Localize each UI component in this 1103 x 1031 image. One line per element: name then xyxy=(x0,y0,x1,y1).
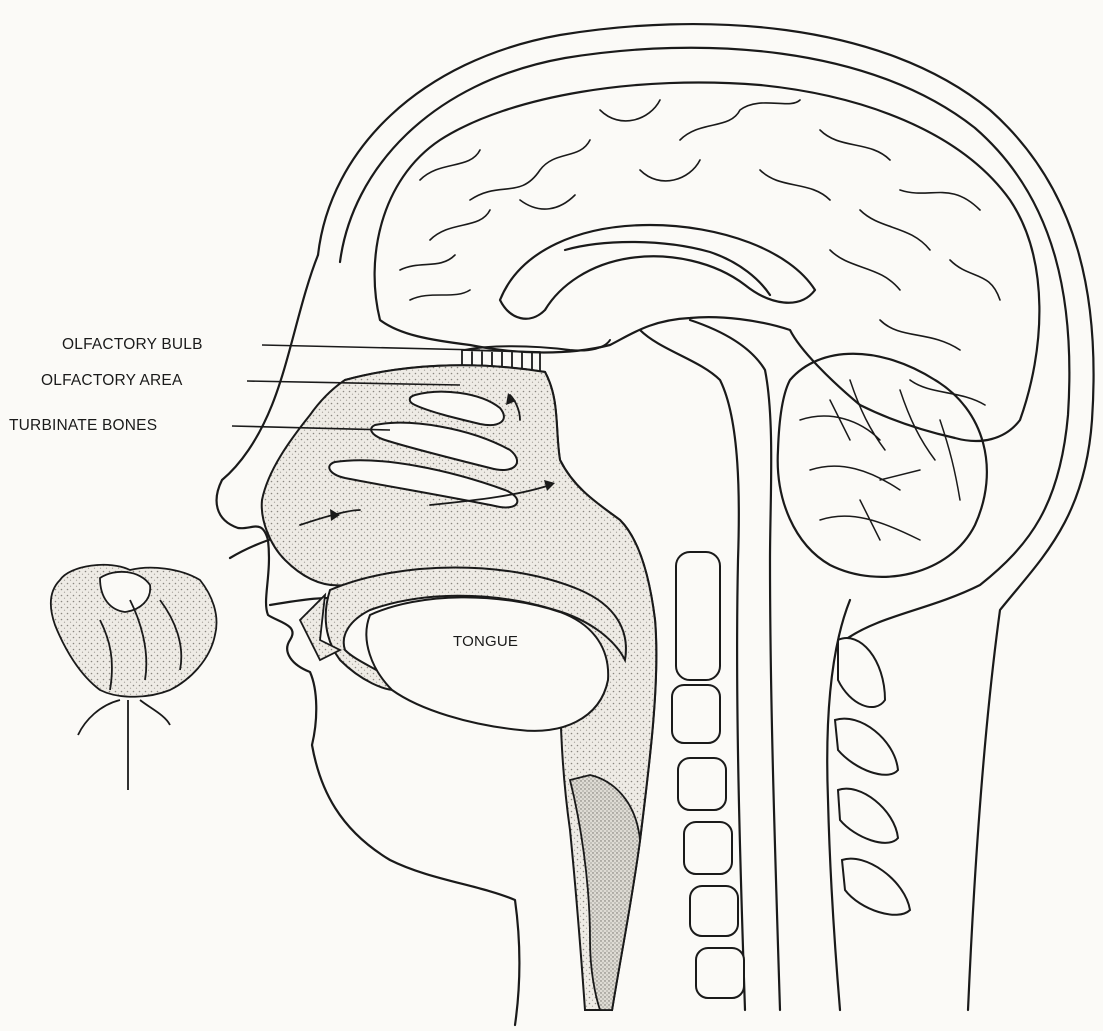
brain-gyri xyxy=(400,100,1000,405)
label-olfactory-bulb: OLFACTORY BULB xyxy=(62,337,203,353)
cerebellum xyxy=(778,354,987,577)
cerebellum-folia xyxy=(800,380,960,540)
vertebra xyxy=(678,758,726,810)
spinous-process xyxy=(838,638,885,707)
vertebra xyxy=(696,948,744,998)
corpus-callosum xyxy=(500,225,815,319)
label-turbinate-bones: TURBINATE BONES xyxy=(9,418,157,434)
rose-icon xyxy=(51,565,217,790)
spinous-process xyxy=(838,789,898,843)
vertebra xyxy=(684,822,732,874)
tongue-shape xyxy=(366,597,608,731)
spinous-process xyxy=(842,859,910,915)
label-olfactory-area: OLFACTORY AREA xyxy=(41,373,183,389)
label-tongue: TONGUE xyxy=(453,634,518,649)
leader-olfactory-bulb xyxy=(262,345,480,350)
spinous-process xyxy=(835,719,898,775)
vertebra xyxy=(690,886,738,936)
vertebra xyxy=(672,685,720,743)
vertebra xyxy=(676,552,720,680)
